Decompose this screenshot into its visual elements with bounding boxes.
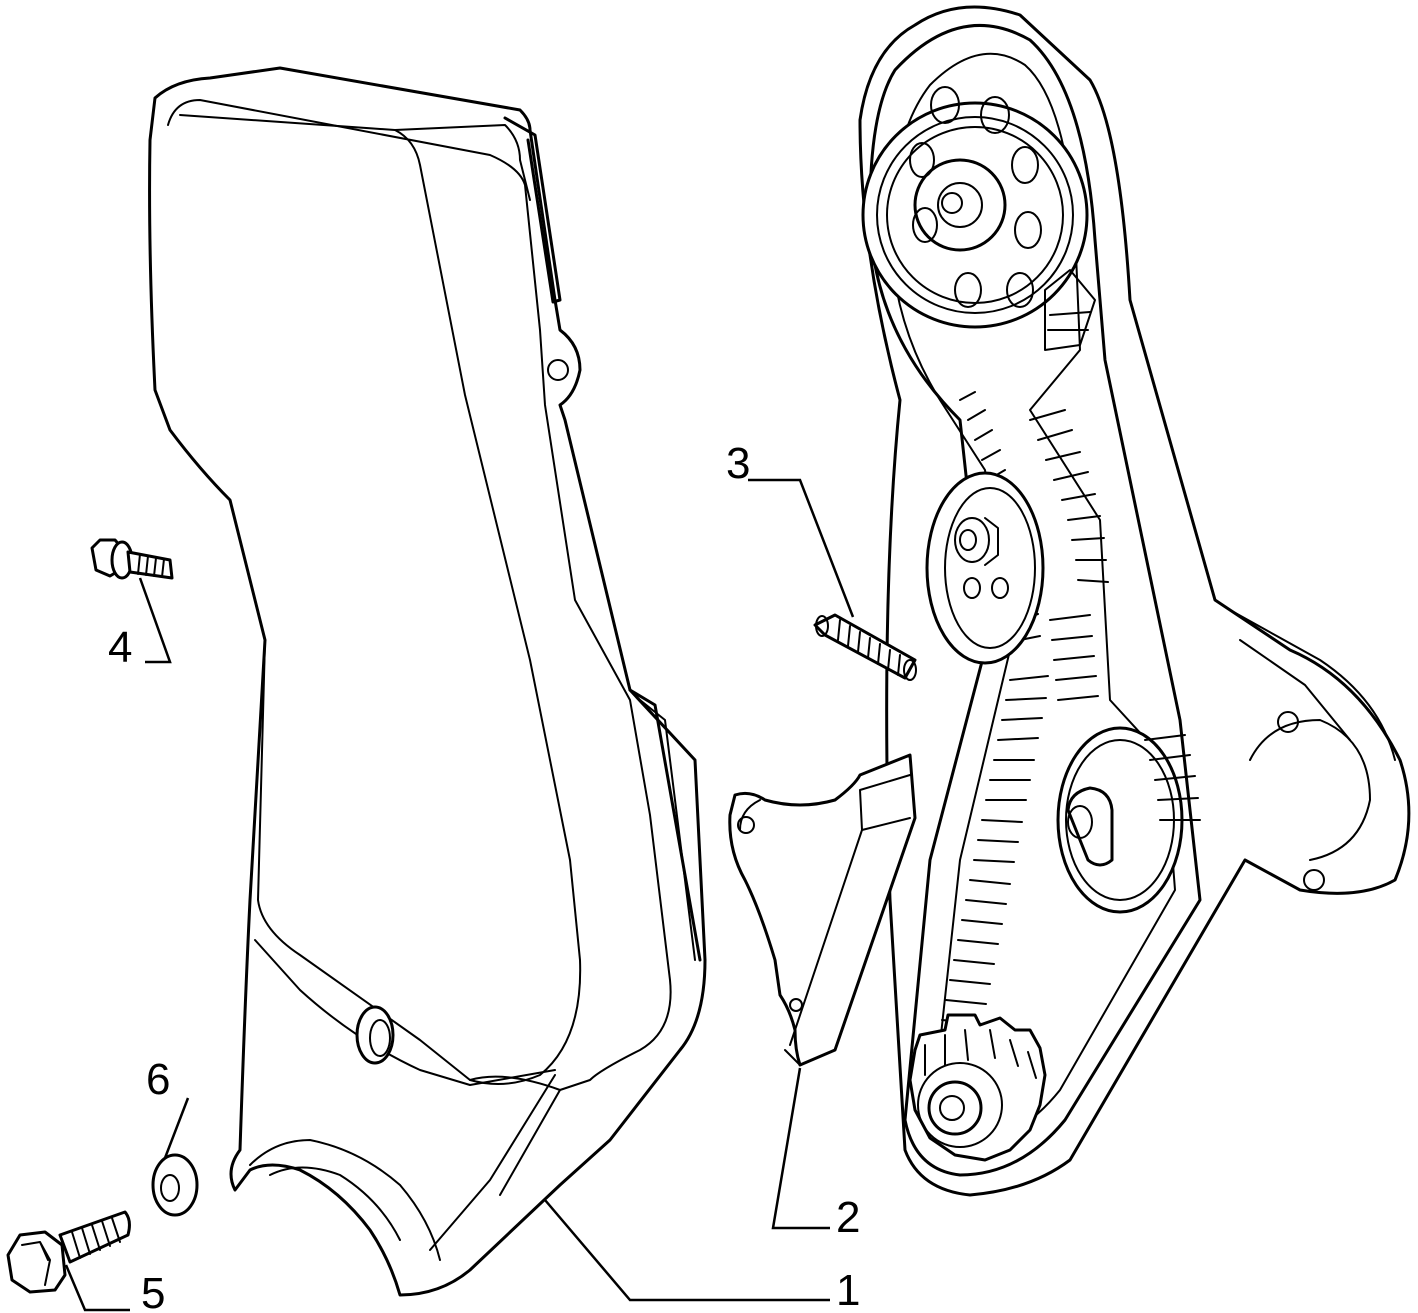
washer [151,1153,199,1217]
leader-1 [544,1199,830,1302]
leader-3 [748,478,855,618]
callout-4: 4 [108,623,132,672]
auxiliary-pulley [1056,726,1201,914]
callout-leaders [64,478,855,1312]
callout-labels: 1 2 3 4 5 6 [108,439,860,1313]
callout-6: 6 [146,1055,170,1104]
callout-5: 5 [141,1269,165,1313]
dowel-pin [813,613,917,681]
leader-4 [138,577,172,664]
callout-1: 1 [836,1266,860,1313]
leader-5 [64,1264,130,1312]
flanged-bolt [90,538,174,580]
camshaft-pulley [861,86,1096,351]
belt-guard-bracket [728,753,917,1067]
crankshaft-sprocket [908,1013,1047,1162]
timing-cover [148,66,707,1297]
hex-bolt [6,1210,131,1294]
leader-2 [771,1067,830,1230]
timing-belt-assembly [858,5,1411,1197]
tensioner-pulley [925,471,1045,665]
callout-2: 2 [836,1193,860,1242]
callout-3: 3 [726,439,750,488]
leader-6 [163,1097,190,1159]
